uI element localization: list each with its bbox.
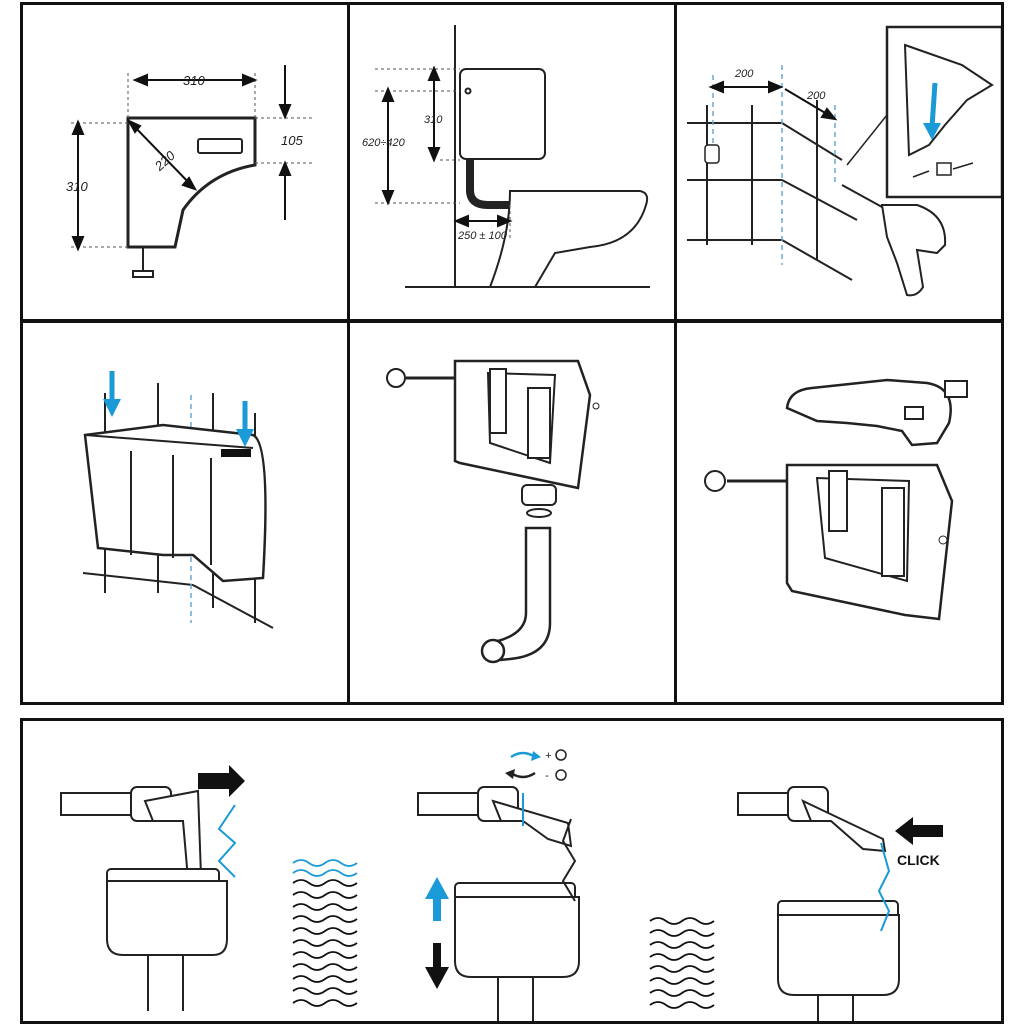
panel-internals-pipe bbox=[347, 320, 677, 705]
arrow-right-icon bbox=[497, 214, 513, 228]
lip-label: 105 bbox=[281, 133, 303, 148]
flush-valve bbox=[881, 487, 905, 577]
flush-button bbox=[221, 449, 251, 457]
fill-valve-2 bbox=[417, 786, 580, 1021]
cistern-height-label: 310 bbox=[424, 114, 443, 126]
rotation-plus-label: + bbox=[545, 750, 552, 762]
lid-button bbox=[904, 406, 924, 420]
drill-icon bbox=[841, 184, 947, 297]
click-label: CLICK bbox=[897, 852, 940, 868]
arrow-down-icon bbox=[425, 943, 449, 989]
arrow-down-icon bbox=[278, 104, 292, 120]
assembly-drawing bbox=[704, 378, 968, 621]
arrow-up-icon bbox=[278, 160, 292, 176]
cistern-dimension-drawing: 310 310 220 105 bbox=[66, 65, 313, 278]
width-label: 310 bbox=[183, 73, 205, 88]
rotate-clockwise-icon: + bbox=[510, 749, 567, 762]
arrow-right-icon bbox=[768, 80, 784, 94]
arrow-left-icon bbox=[453, 214, 469, 228]
arrow-down-icon bbox=[71, 236, 85, 252]
fill-valve-drawing: + - bbox=[60, 749, 943, 1021]
arrow-down-icon bbox=[427, 147, 441, 163]
flush-button-outline bbox=[197, 138, 243, 154]
arrow-up-icon bbox=[381, 86, 395, 102]
mount-range-label: 620÷420 bbox=[362, 137, 406, 149]
fill-valve-3 bbox=[737, 786, 900, 1021]
arrow-right-icon bbox=[820, 107, 838, 121]
panel-dimensions: 310 310 220 105 bbox=[20, 2, 350, 322]
water-waves-2 bbox=[649, 917, 715, 1009]
toilet-side-drawing: 310 620÷420 250 ± 100 bbox=[362, 25, 650, 288]
panel-fill-valve-adjust: + - bbox=[20, 718, 1004, 1024]
distance-b-label: 200 bbox=[806, 90, 826, 102]
fill-valve bbox=[828, 470, 848, 532]
valve-stub bbox=[132, 270, 154, 278]
arrow-up-icon bbox=[71, 119, 85, 135]
panel-assembly bbox=[674, 320, 1004, 705]
rotation-minus-label: - bbox=[545, 770, 549, 782]
arrow-left-icon bbox=[708, 80, 724, 94]
cistern-body bbox=[459, 68, 546, 160]
panel-place-cistern bbox=[20, 320, 350, 705]
panel-drilling: 200 200 bbox=[674, 2, 1004, 322]
arrow-down-icon bbox=[381, 190, 395, 206]
seal-ring bbox=[526, 508, 552, 518]
water-waves-1 bbox=[292, 859, 358, 1007]
detail-inset bbox=[846, 25, 1001, 199]
cistern-lid bbox=[785, 378, 952, 447]
wall-tiles bbox=[687, 100, 858, 281]
flush-pipe bbox=[496, 526, 552, 662]
screw-icon bbox=[912, 162, 974, 178]
toilet-bowl bbox=[488, 190, 649, 288]
rotate-counterclockwise-icon: - bbox=[505, 769, 567, 782]
panel-mounting-height: 310 620÷420 250 ± 100 bbox=[347, 2, 677, 322]
pipe-gasket bbox=[480, 638, 506, 664]
distance-a-label: 200 bbox=[734, 68, 754, 80]
arrow-down-icon bbox=[236, 429, 254, 447]
arrow-right-icon bbox=[198, 765, 245, 797]
connector bbox=[521, 484, 557, 506]
internals-pipe-drawing bbox=[386, 359, 600, 664]
flush-valve bbox=[527, 387, 551, 459]
arrow-right-icon bbox=[242, 73, 258, 87]
push-button bbox=[944, 380, 968, 398]
fill-valve bbox=[489, 368, 507, 434]
height-label: 310 bbox=[66, 179, 88, 194]
cistern-front bbox=[83, 423, 267, 583]
arrow-up-icon bbox=[427, 65, 441, 81]
arrow-left-icon bbox=[895, 817, 943, 845]
fill-valve-1 bbox=[60, 786, 228, 1011]
arrow-down-icon bbox=[923, 123, 941, 140]
arrow-left-icon bbox=[132, 73, 148, 87]
arrow-up-icon bbox=[425, 877, 449, 921]
place-cistern-drawing bbox=[82, 371, 274, 629]
bowl-offset-label: 250 ± 100 bbox=[457, 230, 508, 242]
drilling-drawing: 200 200 bbox=[687, 25, 1001, 297]
arrow-down-icon bbox=[103, 399, 121, 417]
wall-plug-icon bbox=[704, 144, 720, 164]
